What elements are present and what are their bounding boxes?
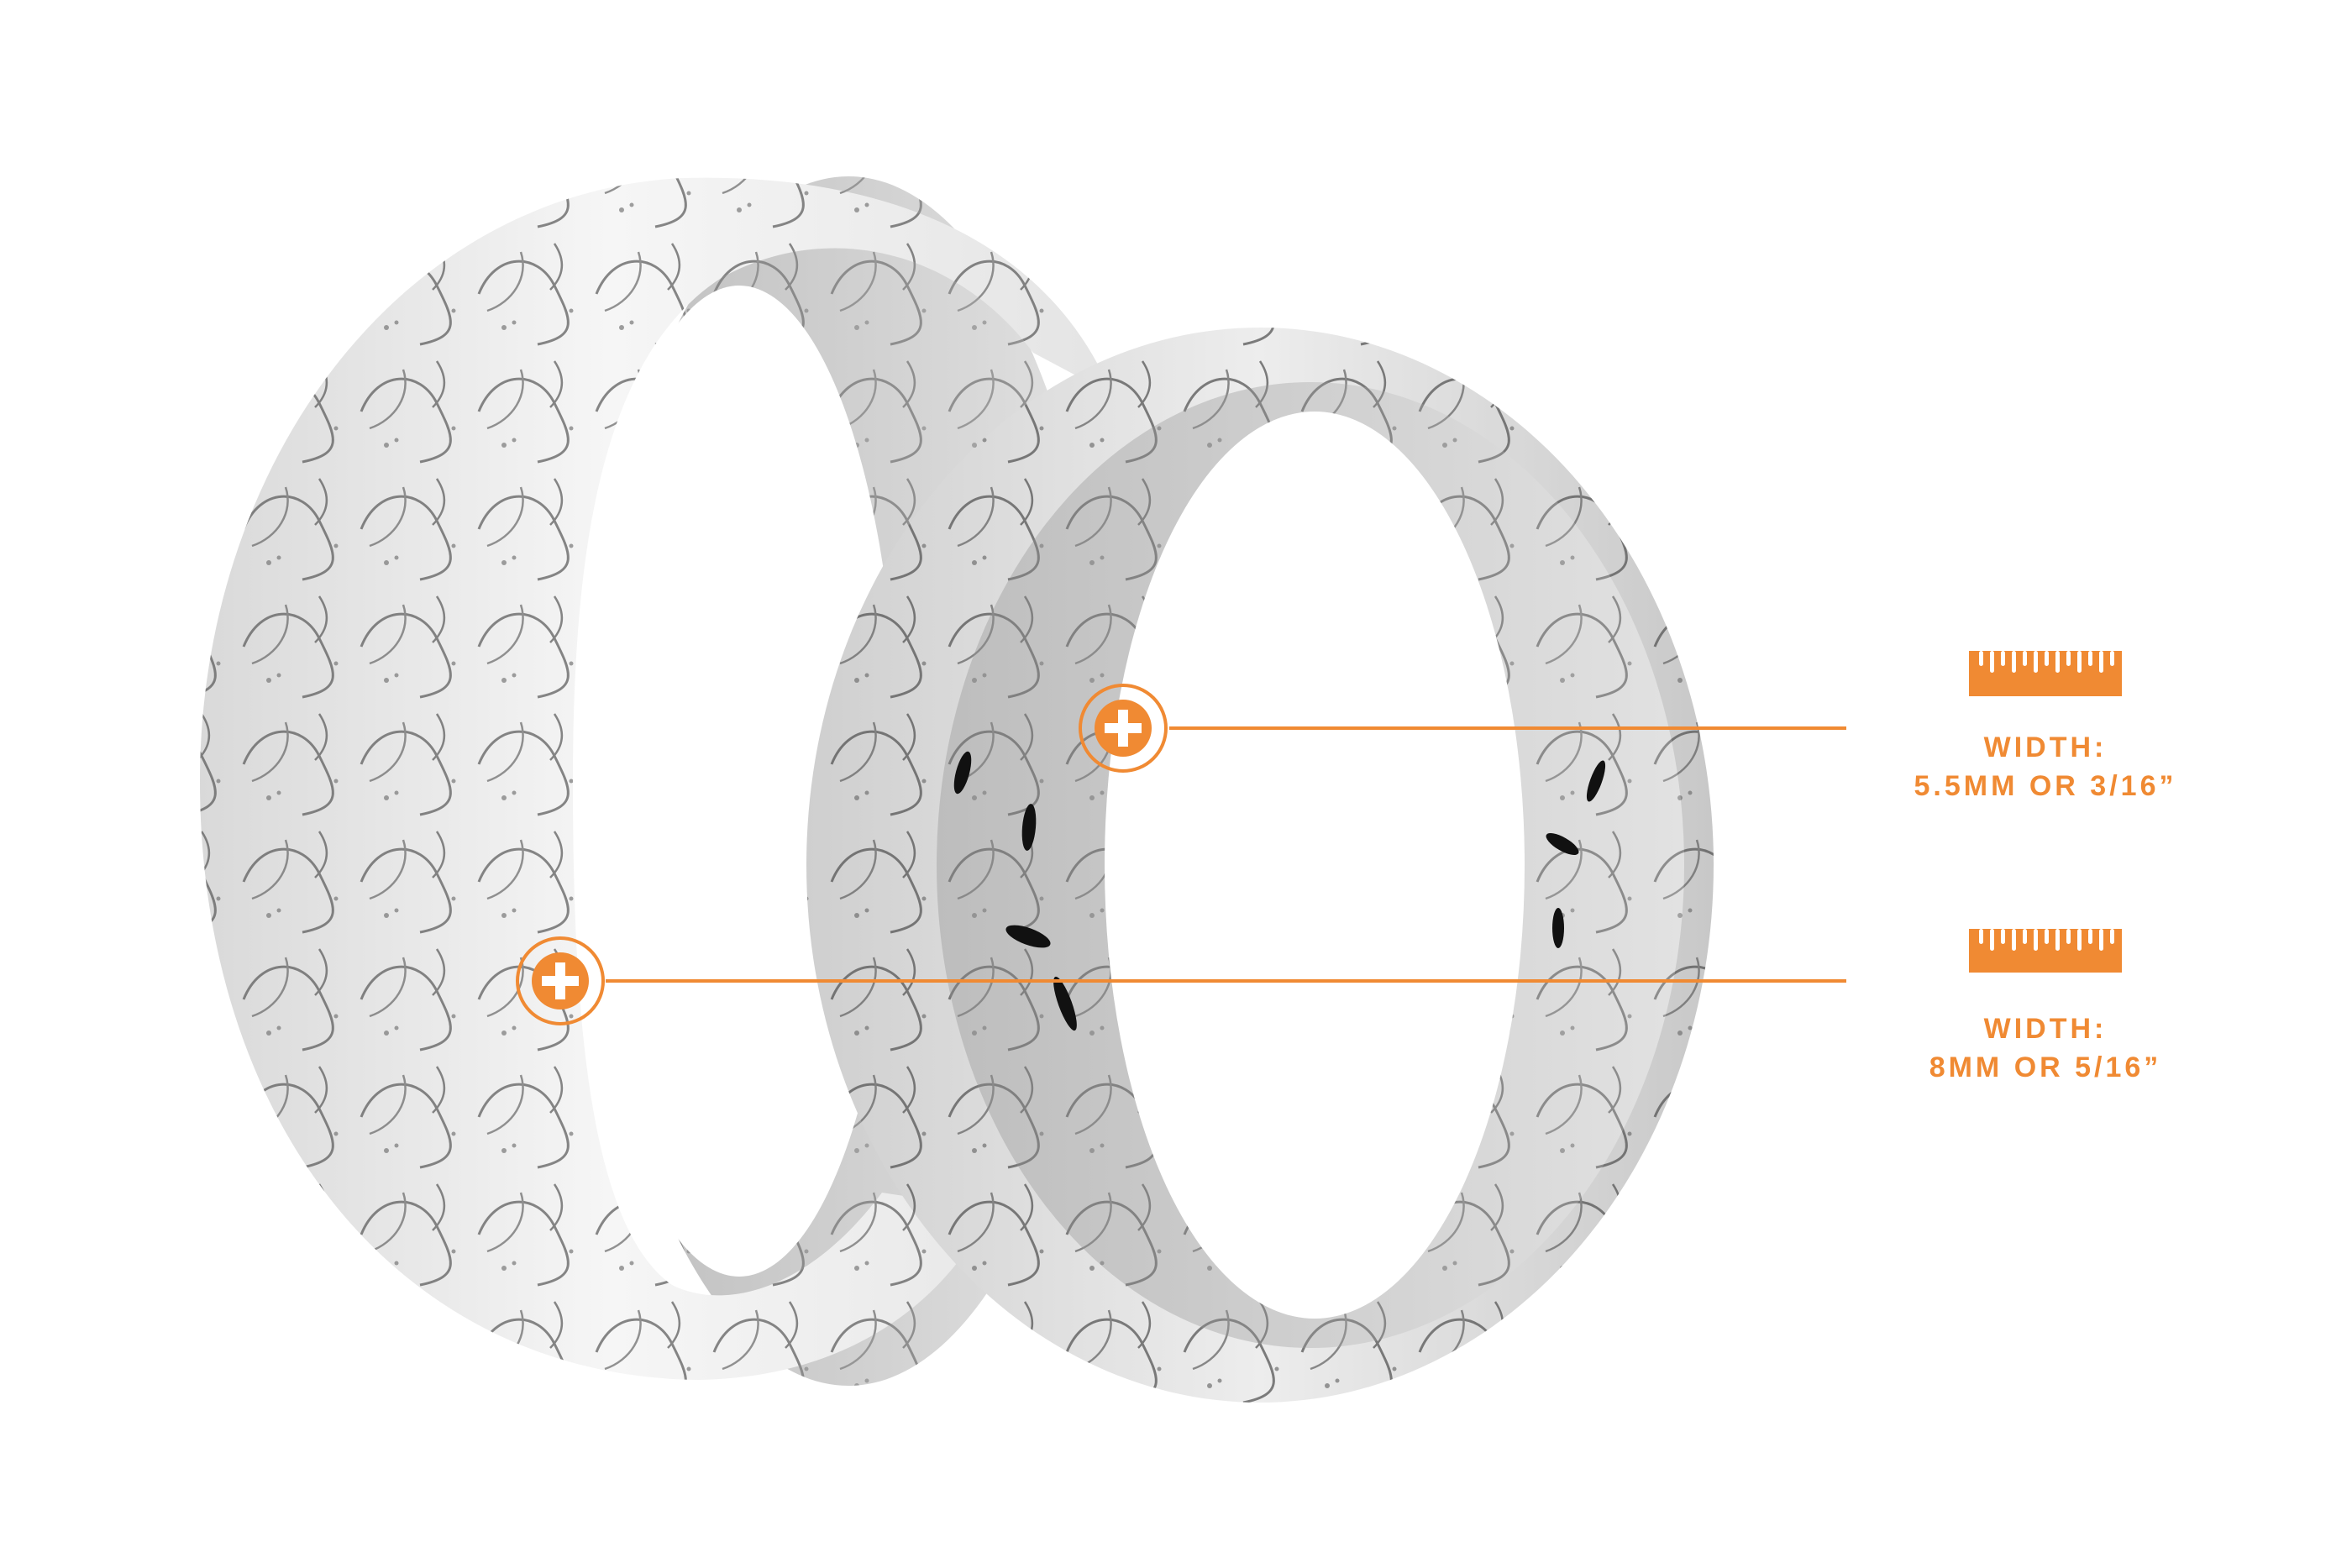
width-label-title: WIDTH: (1983, 732, 2108, 763)
width-label-wide: WIDTH: 8MM OR 5/16” (1869, 1009, 2222, 1087)
width-spec-wide: WIDTH: 8MM OR 5/16” (1869, 929, 2222, 1083)
ruler-icon (1969, 929, 2122, 973)
width-label-value: 5.5MM OR 3/16” (1914, 770, 2177, 802)
width-label-narrow: WIDTH: 5.5MM OR 3/16” (1869, 728, 2222, 805)
width-label-title: WIDTH: (1983, 1013, 2108, 1045)
narrow-ring (806, 328, 1714, 1403)
width-label-value: 8MM OR 5/16” (1929, 1051, 2162, 1083)
plus-circle-icon[interactable] (1077, 682, 1169, 774)
width-spec-narrow: WIDTH: 5.5MM OR 3/16” (1869, 651, 2222, 802)
plus-circle-icon[interactable] (514, 935, 606, 1027)
ruler-icon (1969, 651, 2122, 696)
